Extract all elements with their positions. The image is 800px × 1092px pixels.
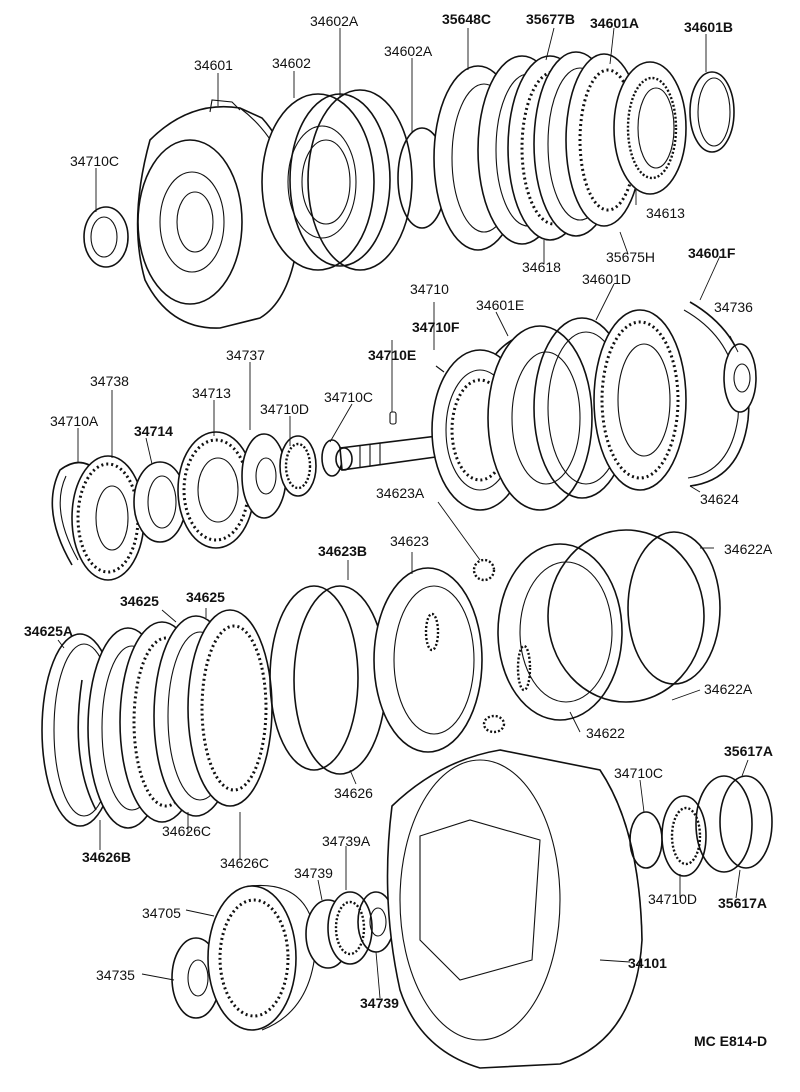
label-35617a-bottom: 35617A bbox=[718, 895, 767, 911]
part-34101-transmission-case bbox=[386, 749, 643, 1069]
label-34710c-bottom: 34710C bbox=[614, 765, 663, 781]
part-34710c-race-bottom bbox=[629, 811, 663, 869]
label-34738: 34738 bbox=[90, 373, 129, 389]
label-34710d-mid: 34710D bbox=[260, 401, 309, 417]
label-34602a-inner: 34602A bbox=[384, 43, 433, 59]
part-number-labels: 34601 34602 34602A 34602A 35648C 35677B … bbox=[24, 11, 773, 1049]
part-34601f-snap-ring bbox=[683, 301, 750, 487]
label-34739-bottom: 34739 bbox=[360, 995, 399, 1011]
label-34601d: 34601D bbox=[582, 271, 631, 287]
label-34101: 34101 bbox=[628, 955, 667, 971]
label-34601b: 34601B bbox=[684, 19, 733, 35]
part-35617a-seal-rings bbox=[695, 775, 773, 873]
label-34736: 34736 bbox=[714, 299, 753, 315]
label-34710a: 34710A bbox=[50, 413, 99, 429]
label-34710d-bottom: 34710D bbox=[648, 891, 697, 907]
label-34601: 34601 bbox=[194, 57, 233, 73]
drawing-code: MC E814-D bbox=[694, 1033, 767, 1049]
label-34623: 34623 bbox=[390, 533, 429, 549]
part-34739a-bearing bbox=[327, 891, 373, 965]
label-34626c-left: 34626C bbox=[162, 823, 211, 839]
part-34601-clutch-drum bbox=[136, 99, 299, 329]
label-34602a-top: 34602A bbox=[310, 13, 359, 29]
part-34602a-seal-ring-outer bbox=[307, 89, 413, 271]
label-34626c-right: 34626C bbox=[220, 855, 269, 871]
label-35677b: 35677B bbox=[526, 11, 575, 27]
part-34624-ring-gear bbox=[593, 309, 687, 491]
part-34705-sun-gear-drum bbox=[207, 884, 317, 1031]
label-34601a: 34601A bbox=[590, 15, 639, 31]
part-34737-thrust-washer bbox=[241, 433, 287, 519]
part-34613-spring-retainer bbox=[613, 61, 687, 195]
part-34710c-seal-top bbox=[83, 206, 129, 268]
label-34601f: 34601F bbox=[688, 245, 736, 261]
part-34623-spring-retainer bbox=[373, 567, 483, 753]
label-34737: 34737 bbox=[226, 347, 265, 363]
label-34739a: 34739A bbox=[322, 833, 371, 849]
label-34710c-top: 34710C bbox=[70, 153, 119, 169]
label-34622: 34622 bbox=[586, 725, 625, 741]
label-34624: 34624 bbox=[700, 491, 739, 507]
part-34626-ring bbox=[293, 585, 387, 775]
part-34625-brake-discs bbox=[87, 609, 273, 829]
label-34625-right: 34625 bbox=[186, 589, 225, 605]
label-34625a: 34625A bbox=[24, 623, 73, 639]
part-34623b-ring bbox=[269, 585, 359, 771]
label-34622a-bottom: 34622A bbox=[704, 681, 753, 697]
label-34705: 34705 bbox=[142, 905, 181, 921]
label-34710: 34710 bbox=[410, 281, 449, 297]
label-34601e: 34601E bbox=[476, 297, 524, 313]
label-34739-top: 34739 bbox=[294, 865, 333, 881]
label-34710e: 34710E bbox=[368, 347, 416, 363]
part-34714-bearing bbox=[133, 461, 187, 543]
label-34713: 34713 bbox=[192, 385, 231, 401]
part-34710a-snap-ring bbox=[51, 461, 97, 566]
part-34626b-snap-ring bbox=[77, 679, 97, 811]
label-34626: 34626 bbox=[334, 785, 373, 801]
label-34710c-mid: 34710C bbox=[324, 389, 373, 405]
part-34738-thrust-gear bbox=[71, 455, 145, 581]
part-34622a-o-ring-large bbox=[547, 529, 705, 703]
label-34626b: 34626B bbox=[82, 849, 131, 865]
label-35648c: 35648C bbox=[442, 11, 491, 27]
part-34710d-bearing-bottom bbox=[661, 795, 707, 877]
label-34623a: 34623A bbox=[376, 485, 425, 501]
part-34710e-key bbox=[389, 411, 397, 425]
part-34710c-race-mid bbox=[321, 439, 343, 477]
label-34623b: 34623B bbox=[318, 543, 367, 559]
leader-lines bbox=[57, 27, 749, 999]
label-35675h: 35675H bbox=[606, 249, 655, 265]
part-planetary-carrier bbox=[431, 325, 593, 511]
part-34622a-o-ring-inner bbox=[627, 531, 721, 685]
label-34714: 34714 bbox=[134, 423, 173, 439]
label-35617a-top: 35617A bbox=[724, 743, 773, 759]
label-34602: 34602 bbox=[272, 55, 311, 71]
label-34613: 34613 bbox=[646, 205, 685, 221]
label-34710f: 34710F bbox=[412, 319, 460, 335]
label-34618: 34618 bbox=[522, 259, 561, 275]
part-34710f-pin bbox=[435, 365, 445, 373]
label-34735: 34735 bbox=[96, 967, 135, 983]
part-34601b-snap-ring bbox=[689, 71, 735, 153]
label-34625-left: 34625 bbox=[120, 593, 159, 609]
part-34710d-bearing-mid bbox=[279, 435, 317, 497]
part-34623a-springs bbox=[472, 558, 506, 734]
label-34622a-top: 34622A bbox=[724, 541, 773, 557]
part-34736-washer bbox=[723, 343, 757, 413]
part-34602-piston bbox=[261, 93, 391, 271]
